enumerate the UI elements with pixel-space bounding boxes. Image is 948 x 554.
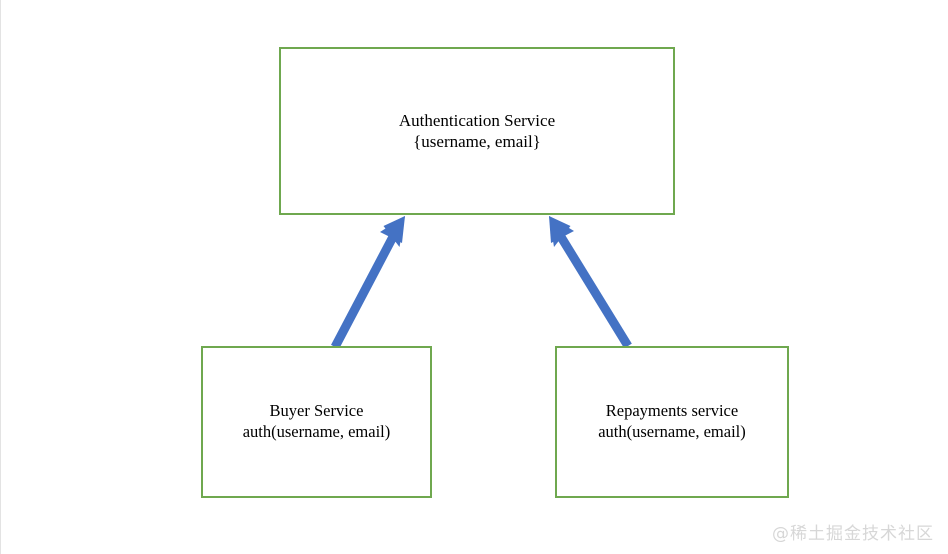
node-buyer-service-label: Buyer Service auth(username, email) [242,401,391,441]
edge-repayments-to-auth [549,216,632,349]
edge-buyer-to-auth [331,216,405,350]
node-buyer-service[interactable]: Buyer Service auth(username, email) [201,346,432,498]
node-repayments-service[interactable]: Repayments service auth(username, email) [555,346,789,498]
node-repayments-service-label: Repayments service auth(username, email) [598,401,746,441]
node-authentication-service-label: Authentication Service {username, email} [398,110,556,151]
watermark-text: @稀土掘金技术社区 [772,524,934,544]
node-authentication-service[interactable]: Authentication Service {username, email} [279,47,675,215]
